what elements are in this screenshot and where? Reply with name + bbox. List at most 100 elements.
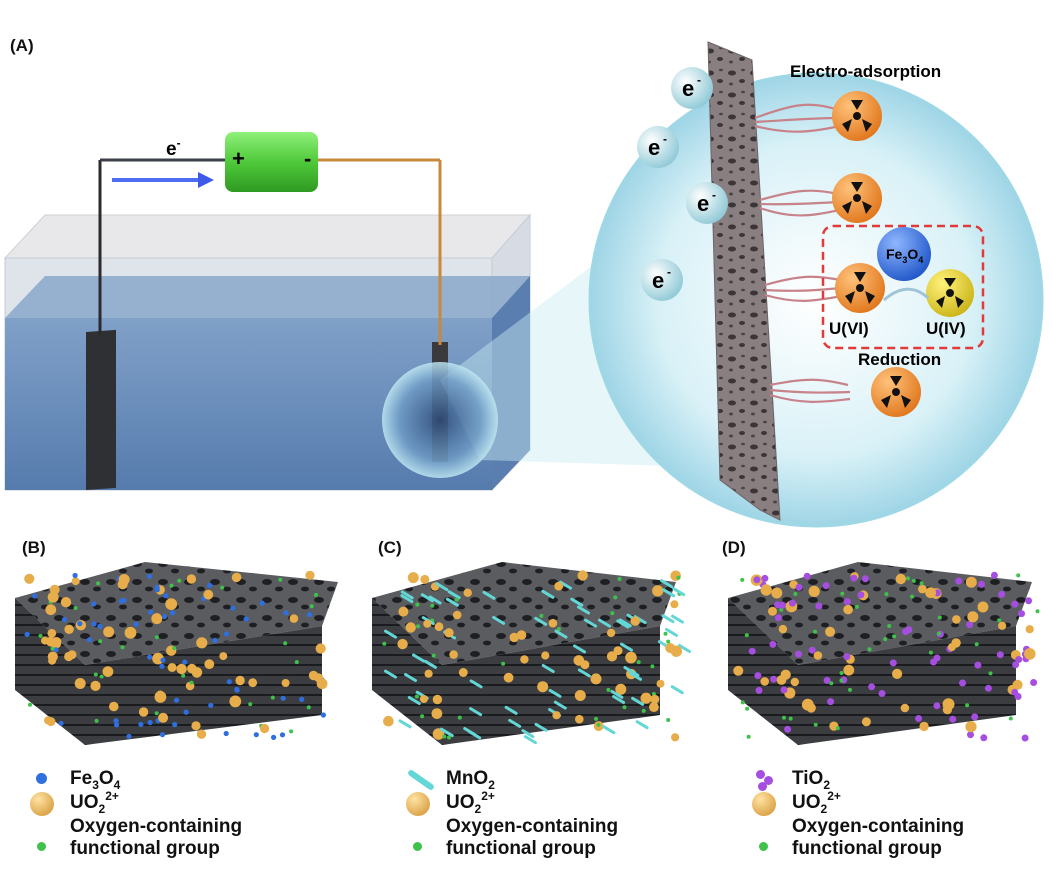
mno2-particle [577,668,591,678]
oxygen-group-particle [457,715,462,720]
tio2-particle [795,650,802,658]
battery: + - [225,132,318,192]
slab-b [15,562,338,745]
uo2-particle [24,573,35,584]
uo2-particle [670,600,679,609]
oxygen-group-particle [1008,716,1013,721]
oxygen-group-particle [813,629,817,634]
oxygen-group-particle [622,705,627,710]
tio2-particle [827,698,835,706]
uo2-particle [656,679,665,688]
mno2-particle [504,705,518,715]
uo2-particle [977,601,989,613]
uo2-particle [613,646,623,656]
uo2-particle [670,645,682,657]
oxygen-group-particle [906,576,910,581]
tio2-particle [990,571,998,579]
oxygen-group-particle [306,705,311,710]
uo2-particle [424,669,433,678]
uo2-particle [1024,648,1036,660]
uo2-particle [191,721,201,731]
uo2-particle [67,650,77,660]
oxygen-group-particle [919,581,924,586]
oxygen-group-particle [744,633,749,638]
oxygen-group-particle [430,603,435,608]
tio2-particle [878,690,886,697]
tio2-particle [755,686,763,694]
fe3o4-particle [77,621,83,627]
fe3o4-particle [253,732,259,738]
uo2-particle [449,650,458,659]
fe3o4-particle [163,593,169,599]
fe3o4-particle [320,712,326,718]
panel-label-a: (A) [10,36,34,55]
oxygen-group-particle [248,702,253,707]
uo2-particle [900,703,910,713]
oxygen-group-marker-icon [413,842,422,851]
oxygen-group-particle [120,645,125,650]
uo2-particle [432,728,445,740]
mno2-particle [554,629,568,639]
uo2-particle [861,717,871,727]
tio2-particle [966,621,974,629]
uo2-particle [942,698,955,711]
uo2-particle [503,672,514,683]
tio2-particle [959,679,966,687]
tio2-particle [843,598,851,606]
uo2-particle [203,589,214,600]
battery-plus: + [232,146,245,171]
mno2-particle [665,627,678,637]
svg-text:-: - [667,265,671,279]
tio2-particle [774,614,782,622]
mno2-particle [423,659,437,669]
tio2-particle [778,601,786,609]
battery-minus: - [304,146,311,171]
fe3o4-particle [146,573,152,580]
reduction-label: Reduction [858,350,941,369]
mno2-particle [602,725,616,735]
uo2-particle [45,604,57,616]
oxygen-group-particle [420,714,425,719]
mno2-particle [469,679,483,689]
uo2-particle [138,707,149,717]
oxygen-group-particle [937,615,942,620]
uo2-particle [186,574,197,584]
oxygen-group-particle [28,702,32,707]
uo2-particle [760,584,772,596]
fe3o4-particle [147,654,153,660]
uo2-particle [315,643,326,654]
mno2-particle [672,587,686,597]
uo2-particle [41,636,49,645]
oxygen-group-particle [740,577,745,582]
tio2-particle [788,599,796,607]
svg-text:e: e [648,135,660,160]
oxygen-group-particle [666,639,671,644]
mno2-particle [404,673,417,682]
mno2-particle [428,595,442,605]
fe3o4-particle [271,734,277,741]
oxygen-group-particle [94,718,99,723]
uo2-particle [219,652,228,661]
tio2-particle [753,576,761,584]
mno2-particle [618,618,632,628]
oxygen-group-particle [835,726,840,731]
fe3o4-particle [223,730,229,737]
oxygen-group-particle [278,577,283,582]
uo2-particle [60,597,72,608]
oxygen-group-marker-icon [37,842,46,851]
porous-electrode-sheet [707,41,781,521]
radiation-symbol-iv [936,278,964,308]
panel-label-d: (D) [722,538,746,557]
uo2-particle [843,604,853,615]
oxygen-group-particle [416,624,420,629]
uo2-particle [103,626,115,638]
mno2-particle [447,590,461,600]
mno2-particle [384,629,397,639]
uo2-particle [825,626,836,637]
tio2-particle [795,583,803,591]
tio2-particle [823,676,831,684]
oxygen-group-particle [892,634,897,639]
oxygen-group-particle [617,577,622,581]
uo2-particle [167,663,177,672]
